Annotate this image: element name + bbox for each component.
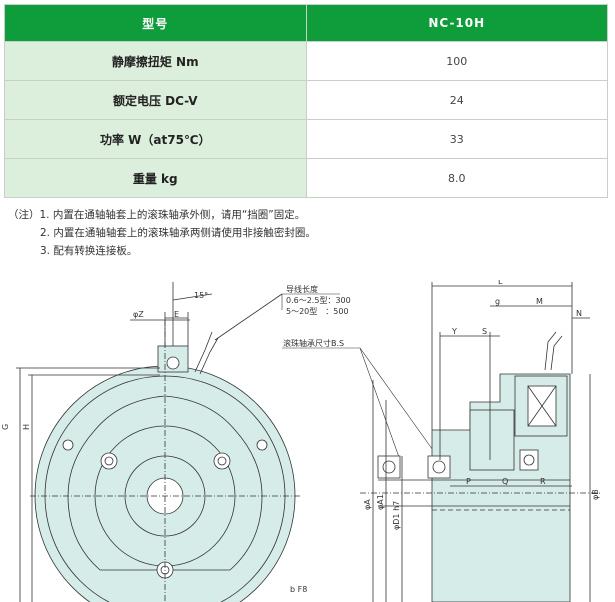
label-phiA: φA xyxy=(363,499,372,510)
technical-drawing: φZ E 15° G H b F8 导线长度 0.6～2.5型：300 5～20… xyxy=(1,280,600,602)
label-Y: Y xyxy=(451,327,457,336)
note-1: （注）1. 内置在通轴轴套上的滚珠轴承外侧，请用“挡圈”固定。 xyxy=(8,209,306,221)
header-product: NC-10H xyxy=(305,4,608,42)
front-view xyxy=(16,282,300,602)
label-phiD: φD1 h7 xyxy=(392,501,401,530)
label-P: P xyxy=(466,477,471,486)
label-phiA1: φA1 xyxy=(376,494,385,510)
label-g: g xyxy=(495,297,500,306)
lead-title: 导线长度 xyxy=(286,284,318,294)
label-phiB: φB xyxy=(591,489,600,500)
row-value: 100 xyxy=(305,41,608,81)
label-angle: 15° xyxy=(194,291,208,300)
row-label: 额定电压 DC-V xyxy=(4,80,307,120)
table-header-row: 型号 NC-10H xyxy=(4,4,608,42)
label-phiZ: φZ xyxy=(133,310,144,319)
label-bf8: b F8 xyxy=(290,585,307,594)
row-label: 静摩擦扭矩 Nm xyxy=(4,41,307,81)
side-view xyxy=(360,282,600,602)
lead-line-2: 5～20型 ：500 xyxy=(286,307,349,316)
row-label: 功率 W（at75℃） xyxy=(4,119,307,159)
table-row: 功率 W（at75℃） 33 xyxy=(4,119,608,159)
row-value: 24 xyxy=(305,80,608,120)
label-N: N xyxy=(576,309,582,318)
spec-table: 型号 NC-10H 静摩擦扭矩 Nm 100 额定电压 DC-V 24 功率 W… xyxy=(4,4,608,198)
row-label: 重量 kg xyxy=(4,158,307,198)
header-model: 型号 xyxy=(4,4,307,42)
row-value: 33 xyxy=(305,119,608,159)
label-H: H xyxy=(22,424,31,430)
table-row: 静摩擦扭矩 Nm 100 xyxy=(4,41,608,81)
label-L: L xyxy=(498,280,503,286)
lead-line-1: 0.6～2.5型：300 xyxy=(286,296,351,305)
notes: （注）1. 内置在通轴轴套上的滚珠轴承外侧，请用“挡圈”固定。 2. 内置在通轴… xyxy=(8,206,316,260)
row-value: 8.0 xyxy=(305,158,608,198)
label-S: S xyxy=(482,327,487,336)
note-2: 2. 内置在通轴轴套上的滚珠轴承两侧请使用非接触密封圈。 xyxy=(40,227,316,239)
label-R: R xyxy=(540,477,546,486)
note-3: 3. 配有转换连接板。 xyxy=(40,245,138,257)
label-E: E xyxy=(174,310,179,319)
label-Q: Q xyxy=(502,477,508,486)
table-row: 重量 kg 8.0 xyxy=(4,158,608,198)
bearing-label: 滚珠轴承尺寸B.S xyxy=(283,338,344,348)
table-row: 额定电压 DC-V 24 xyxy=(4,80,608,120)
label-M: M xyxy=(536,297,543,306)
label-G: G xyxy=(1,424,10,430)
